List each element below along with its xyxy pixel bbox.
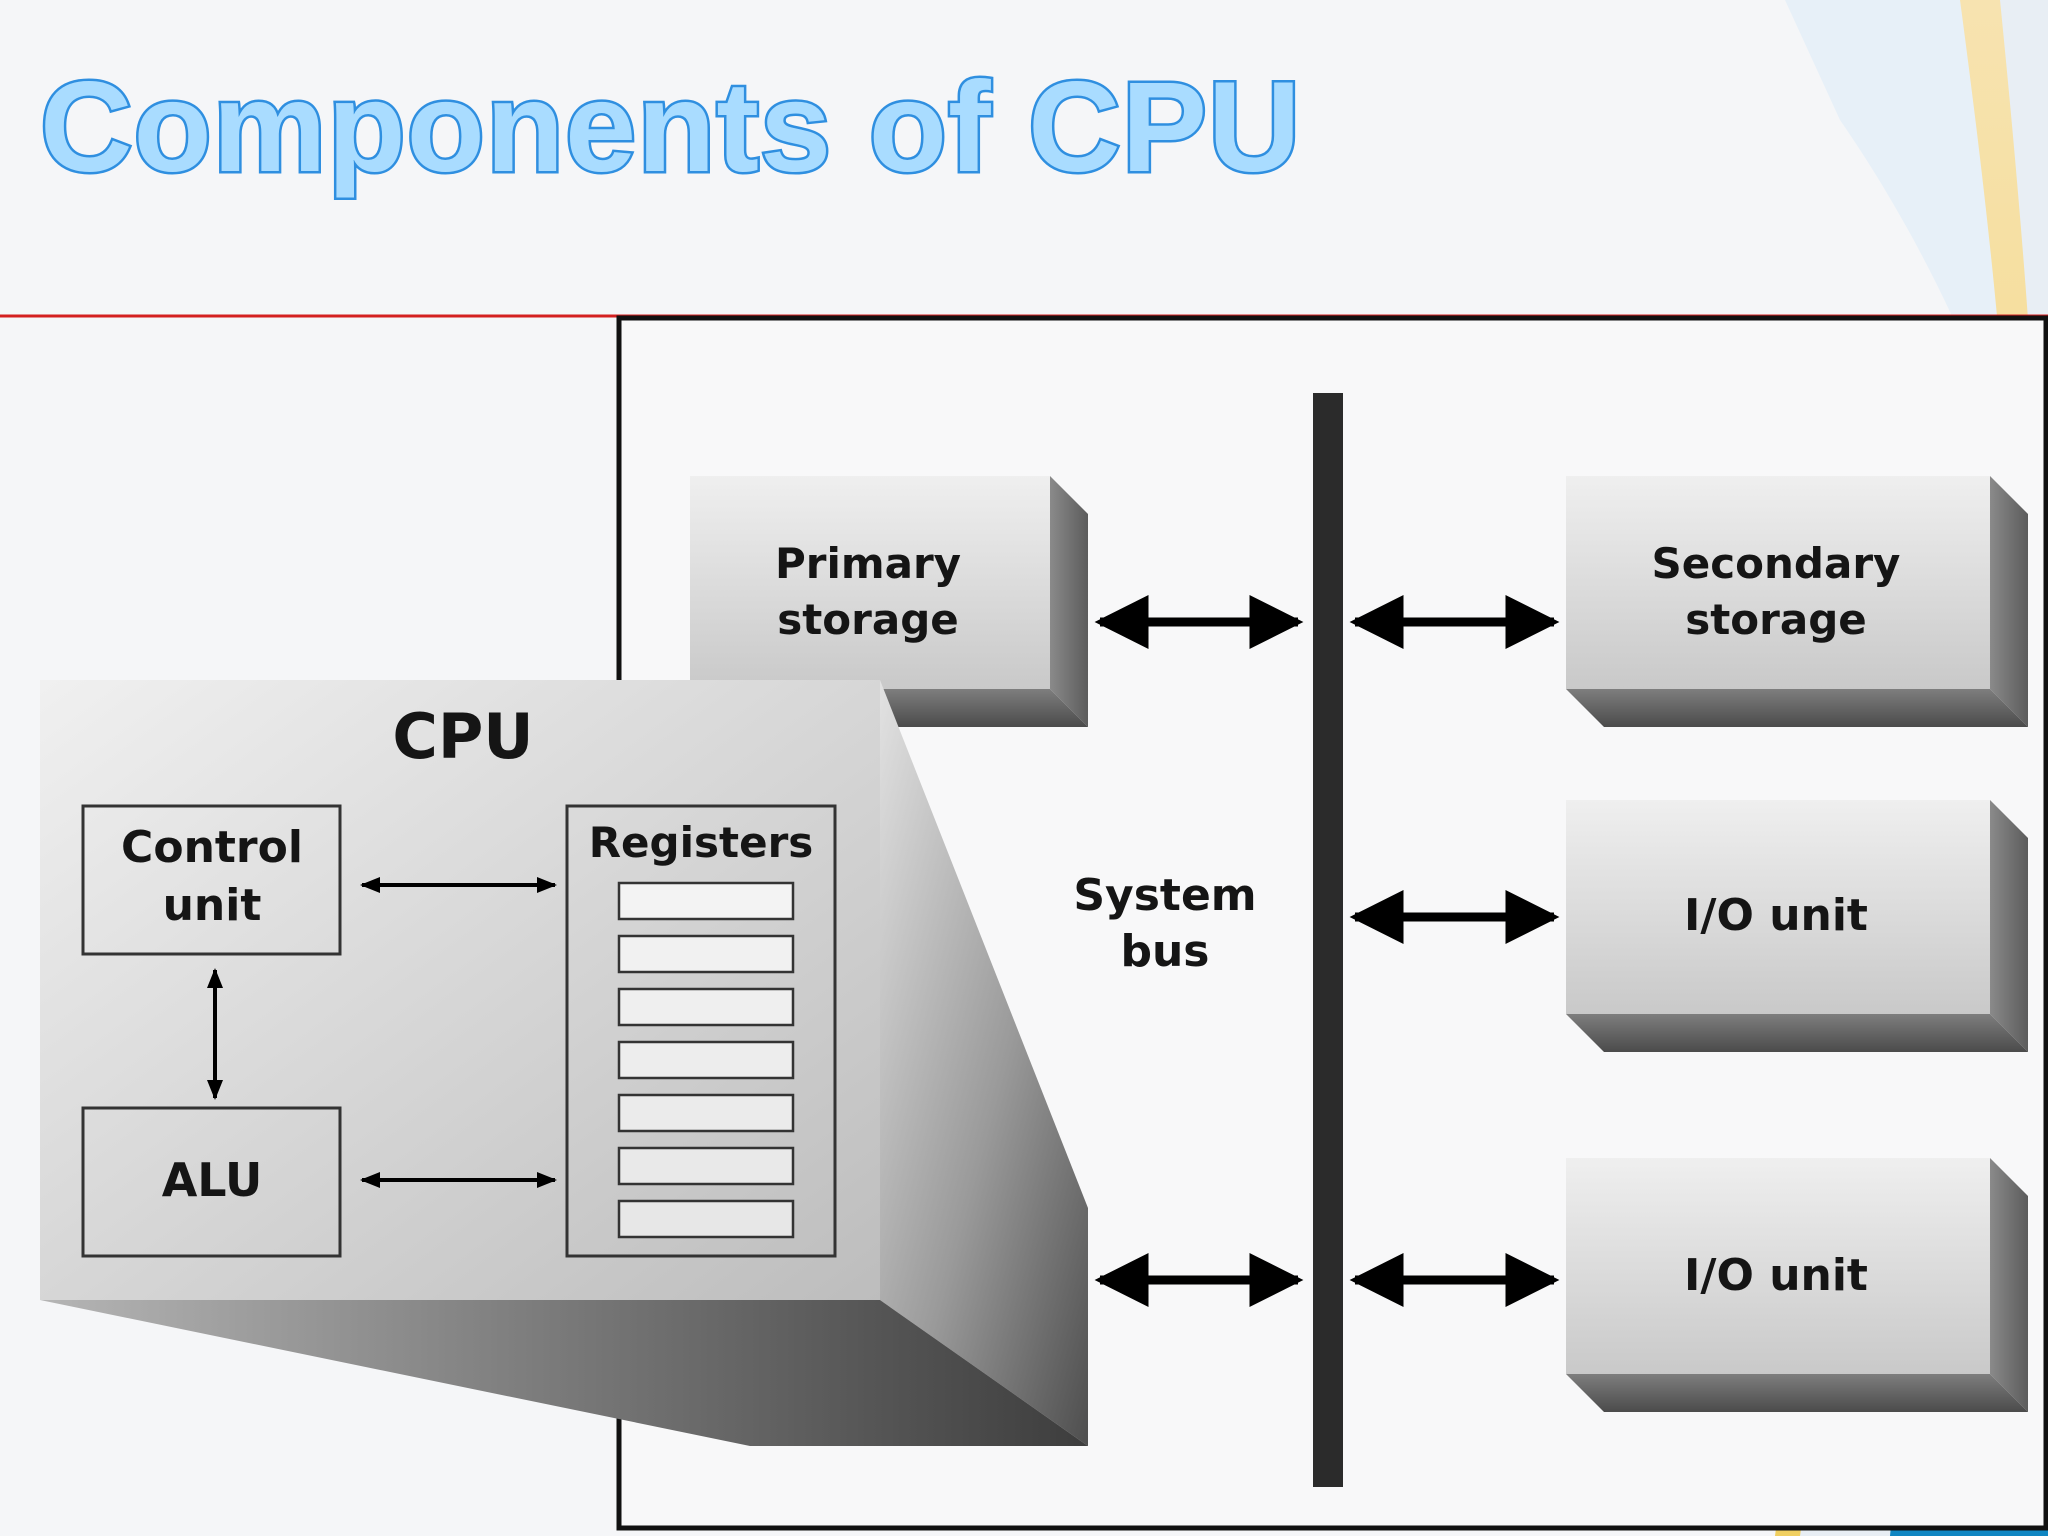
register-slot bbox=[617, 1093, 795, 1133]
register-slot bbox=[617, 1199, 795, 1239]
system-bus-label-line1: System bbox=[1073, 870, 1256, 921]
io-unit-box-1: I/O unit bbox=[1566, 800, 2028, 1052]
alu-box bbox=[81, 1106, 342, 1258]
system-bus-label-line2: bus bbox=[1120, 926, 1209, 977]
secondary-storage-label-line1: Secondary bbox=[1652, 539, 1901, 588]
io-unit-2-label: I/O unit bbox=[1684, 1250, 1868, 1301]
primary-storage-label-line2: storage bbox=[777, 595, 959, 644]
register-slot bbox=[617, 987, 795, 1027]
registers-box bbox=[565, 804, 837, 1258]
register-slot bbox=[617, 1040, 795, 1080]
registers-label: Registers bbox=[589, 818, 814, 867]
cpu-block: CPU Control unit ALU Registers bbox=[40, 680, 1088, 1446]
register-slot bbox=[617, 881, 795, 921]
register-slot bbox=[617, 1146, 795, 1186]
slide-title: Components of CPU bbox=[37, 54, 1302, 202]
primary-storage-box: Primary storage bbox=[690, 476, 1088, 727]
secondary-storage-label-line2: storage bbox=[1685, 595, 1867, 644]
control-unit-label-line1: Control bbox=[121, 822, 303, 873]
system-bus bbox=[1313, 393, 1343, 1487]
register-slots bbox=[617, 881, 795, 1239]
alu-label: ALU bbox=[162, 1153, 263, 1207]
primary-storage-label-line1: Primary bbox=[775, 539, 961, 588]
secondary-storage-box: Secondary storage bbox=[1566, 476, 2028, 727]
cpu-label: CPU bbox=[392, 700, 533, 773]
control-unit-box bbox=[81, 804, 342, 956]
io-unit-1-label: I/O unit bbox=[1684, 890, 1868, 941]
register-slot bbox=[617, 934, 795, 974]
control-unit-label-line2: unit bbox=[163, 880, 262, 931]
io-unit-box-2: I/O unit bbox=[1566, 1158, 2028, 1412]
